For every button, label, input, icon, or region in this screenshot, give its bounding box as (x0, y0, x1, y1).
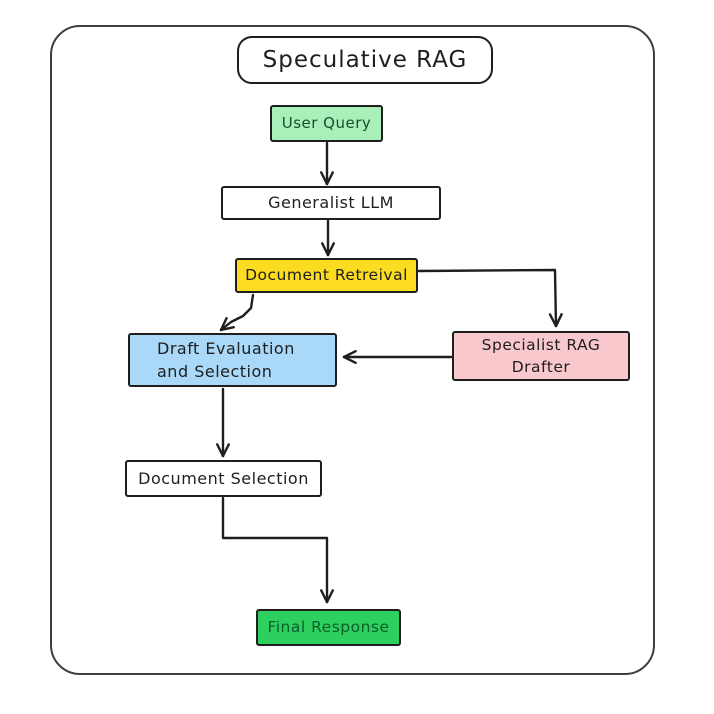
node-document-retrieval: Document Retreival (235, 258, 418, 293)
node-draft-evaluation-and-selection: Draft Evaluation and Selection (128, 333, 337, 387)
node-specialist-rag-drafter: Specialist RAG Drafter (452, 331, 630, 381)
node-specialist-rag-drafter-label-line1: Specialist RAG (481, 335, 601, 354)
node-specialist-rag-drafter-label-line2: Drafter (511, 358, 571, 376)
node-document-selection: Document Selection (125, 460, 322, 497)
node-document-retrieval-label: Document Retreival (245, 266, 408, 285)
node-draft-evaluation-label-line2: and Selection (157, 362, 273, 381)
node-generalist-llm: Generalist LLM (221, 186, 441, 220)
diagram-title: Speculative RAG (262, 47, 468, 73)
node-user-query: User Query (270, 105, 383, 142)
diagram-title-box: Speculative RAG (237, 36, 493, 84)
node-draft-evaluation-label-line1: Draft Evaluation (157, 338, 295, 358)
diagram-frame (50, 25, 655, 675)
node-document-selection-label: Document Selection (138, 468, 309, 488)
node-final-response-label: Final Response (267, 618, 390, 637)
node-generalist-llm-label: Generalist LLM (268, 193, 394, 213)
node-user-query-label: User Query (281, 113, 372, 132)
node-final-response: Final Response (256, 609, 401, 646)
